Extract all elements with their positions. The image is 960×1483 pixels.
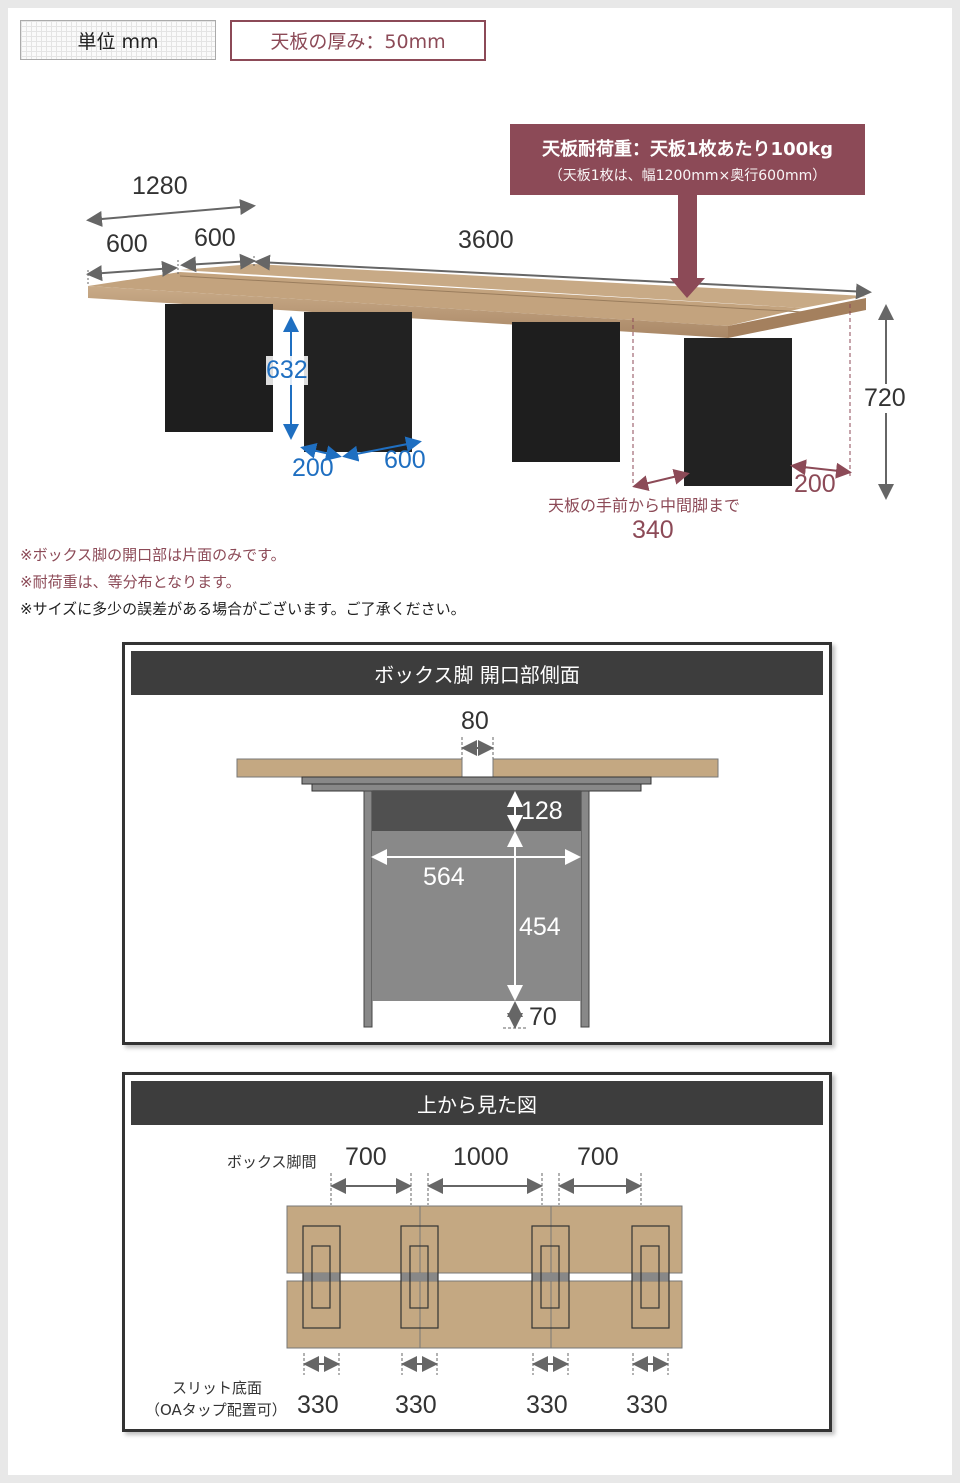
dim-spacing-1: 700 — [345, 1143, 387, 1171]
dim-slit-1: 330 — [297, 1391, 339, 1419]
dim-depth-back: 600 — [194, 224, 236, 252]
load-capacity-title: 天板耐荷重：天板1枚あたり100kg — [542, 139, 833, 160]
dim-spacing-2: 1000 — [453, 1143, 509, 1171]
front-to-middle-leg-label: 天板の手前から中間脚まで — [548, 496, 741, 515]
dim-height: 720 — [864, 384, 906, 413]
note-tolerance: ※サイズに多少の誤差がある場合がございます。ご了承ください。 — [20, 600, 466, 618]
leg-spacing-label: ボックス脚間 — [227, 1153, 317, 1171]
side-view-panel: ボックス脚 開口部側面 80 128 564 454 — [122, 642, 832, 1045]
slit-label-line1: スリット底面 — [171, 1379, 262, 1397]
dim-spacing-3: 700 — [577, 1143, 619, 1171]
dim-depth-total: 1280 — [132, 172, 188, 200]
dim-depth-front: 600 — [106, 230, 148, 258]
top-view-panel: 上から見た図 — [122, 1072, 832, 1432]
top-thickness-label: 天板の厚み：50mm — [230, 20, 486, 61]
dim-slit-gap: 80 — [461, 707, 489, 735]
dim-width: 3600 — [458, 226, 514, 254]
side-view-title: ボックス脚 開口部側面 — [131, 651, 823, 695]
load-capacity-callout: 天板耐荷重：天板1枚あたり100kg （天板1枚は、幅1200mm×奥行600m… — [510, 124, 865, 195]
dim-leg-height: 632 — [266, 356, 308, 385]
dim-slit-4: 330 — [626, 1391, 668, 1419]
table-perspective-drawing — [86, 194, 894, 500]
dim-slit-3: 330 — [526, 1391, 568, 1419]
note-load: ※耐荷重は、等分布となります。 — [20, 573, 241, 591]
load-capacity-subtitle: （天板1枚は、幅1200mm×奥行600mm） — [548, 168, 827, 184]
dim-slit-2: 330 — [395, 1391, 437, 1419]
slit-label-line2: （OAタップ配置可） — [145, 1401, 287, 1419]
dim-leg-depth: 200 — [292, 454, 334, 482]
dim-edge-to-leg: 200 — [794, 470, 836, 498]
dim-leg-width: 600 — [384, 446, 426, 474]
dim-front-to-middle-leg: 340 — [632, 516, 674, 544]
note-opening: ※ボックス脚の開口部は片面のみです。 — [20, 546, 286, 564]
dim-inner-width: 564 — [423, 863, 465, 891]
unit-label: 単位 mm — [20, 20, 216, 60]
top-view-title: 上から見た図 — [131, 1081, 823, 1125]
dim-top-band: 128 — [521, 797, 563, 825]
page: 単位 mm 天板の厚み：50mm — [8, 8, 952, 1475]
dim-inner-height: 454 — [519, 913, 561, 941]
dim-bottom-clearance: 70 — [529, 1003, 557, 1031]
